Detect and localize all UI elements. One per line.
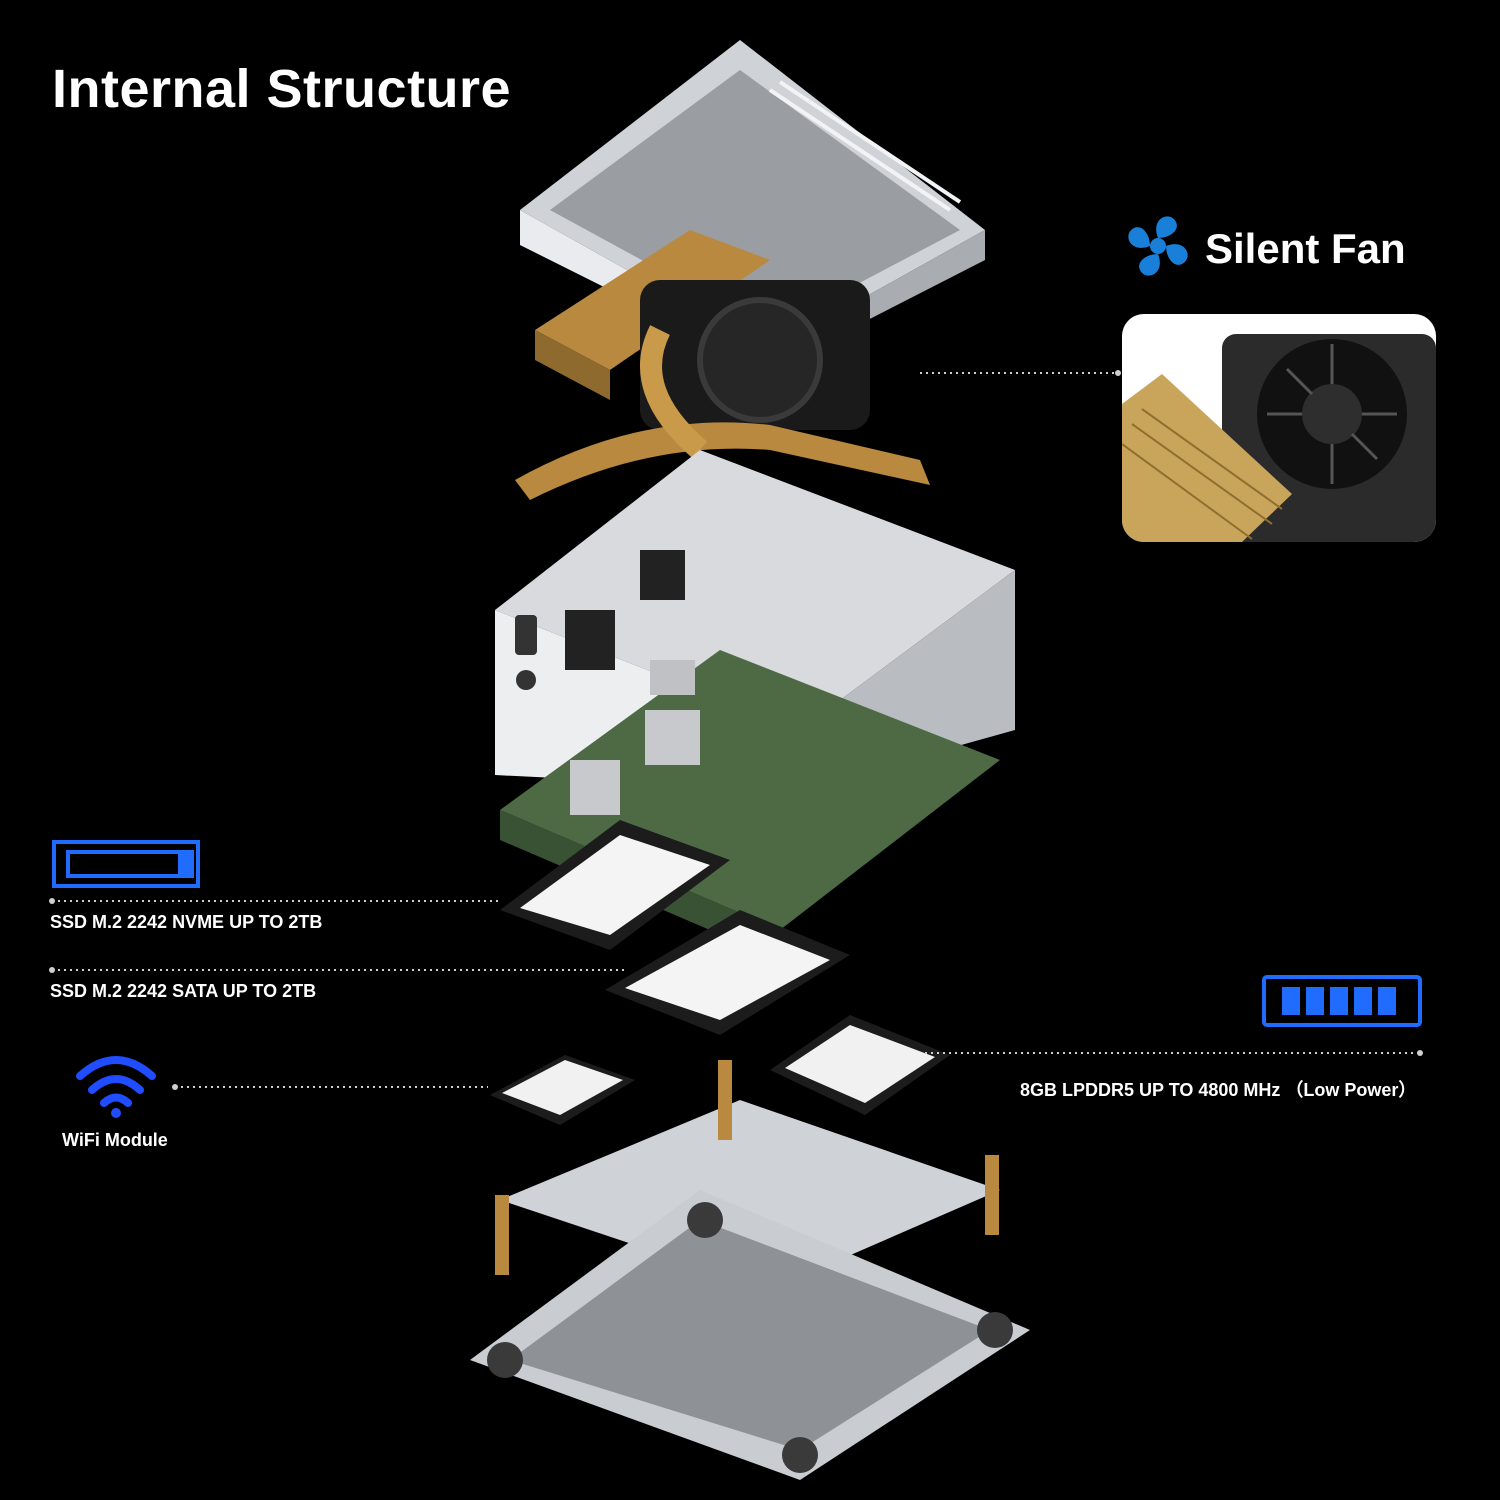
fan-photo (1122, 314, 1436, 542)
ssd-card-icon (52, 840, 200, 888)
wifi-label: WiFi Module (62, 1130, 168, 1150)
wifi-icon (76, 1056, 156, 1118)
page-title: Internal Structure (52, 59, 512, 119)
ram-module (770, 1015, 950, 1115)
heatsink-assembly (515, 230, 930, 500)
fan-icon (1128, 216, 1188, 276)
bottom-plate (470, 1190, 1030, 1480)
nvme-ssd (500, 820, 730, 950)
memory-label: 8GB LPDDR5 UP TO 4800 MHz （Low Power） (1020, 1080, 1417, 1100)
fan-heading: Silent Fan (1205, 225, 1406, 272)
bottom-bracket (495, 1060, 1000, 1290)
sata-ssd (605, 910, 850, 1035)
ssd-sata-label: SSD M.2 2242 SATA UP TO 2TB (50, 981, 317, 1001)
memory-icon (1262, 975, 1422, 1027)
wifi-card (490, 1055, 635, 1125)
exploded-product-illustration (470, 40, 1030, 1480)
ssd-nvme-label: SSD M.2 2242 NVME UP TO 2TB (50, 912, 323, 932)
